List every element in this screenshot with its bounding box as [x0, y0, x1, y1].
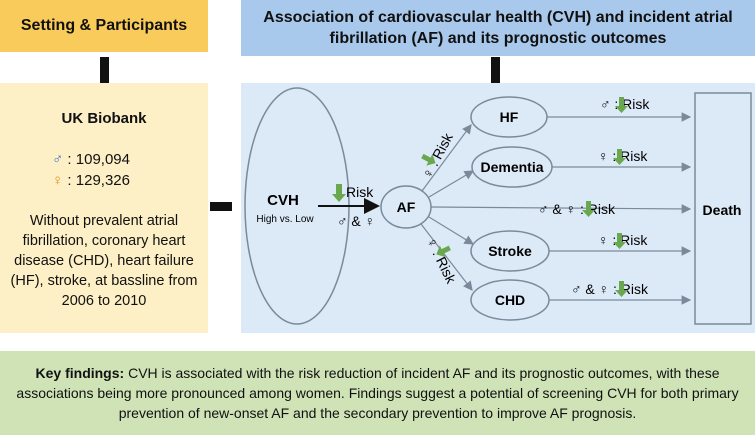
chd-label: CHD [495, 292, 525, 308]
female-separator: : [67, 172, 72, 189]
panel-connector [210, 202, 232, 211]
key-findings-body: CVH is associated with the risk reductio… [16, 365, 739, 421]
female-symbol-icon: ♀ [52, 172, 64, 189]
key-findings-text: Key findings: CVH is associated with the… [0, 363, 755, 423]
inclusion-criteria: Without prevalent atrial fibrillation, c… [10, 213, 198, 309]
af-death-risk-down-arrow-icon [582, 201, 595, 217]
death-label: Death [703, 202, 742, 218]
stroke-death-risk-down-arrow-icon [613, 233, 626, 249]
svg-text:♀ : Risk: ♀ : Risk [423, 234, 459, 286]
hf-label: HF [500, 109, 519, 125]
death-node [694, 92, 752, 325]
chd-death-risk-down-arrow-icon [615, 281, 628, 297]
male-separator: : [67, 151, 72, 168]
chd-death-label: ♂ & ♀ : Risk [571, 281, 649, 297]
association-header: Association of cardiovascular health (CV… [241, 0, 755, 56]
cvh-sublabel: High vs. Low [256, 214, 314, 225]
setting-participants-title: Setting & Participants [20, 17, 188, 34]
key-findings-panel: Key findings: CVH is associated with the… [0, 351, 755, 435]
af-label: AF [397, 199, 416, 215]
key-findings-label: Key findings: [35, 365, 125, 381]
af-hf-edge [421, 124, 472, 192]
af-chd-edge [420, 223, 473, 291]
male-symbol-icon: ♂ [52, 151, 64, 168]
cvh-af-sex-label: ♂ & ♀ [337, 213, 375, 229]
cvh-af-risk-label: Risk [346, 184, 374, 200]
association-title-line1: Association of cardiovascular health (CV… [263, 9, 733, 26]
hf-death-label: ♂ : Risk [600, 96, 650, 112]
left-header-connector [100, 57, 109, 83]
af-stroke-edge [428, 216, 475, 245]
female-count-row: ♀ : 129,326 [52, 172, 130, 189]
setting-participants-header: Setting & Participants [0, 0, 208, 52]
right-header-connector [491, 57, 500, 83]
stroke-death-label: ♀ : Risk [598, 232, 648, 248]
participants-panel: UK Biobank ♂ : 109,094 ♀ : 129,326 Witho… [0, 83, 208, 333]
af-death-label: ♂ & ♀ : Risk [538, 201, 616, 217]
hf-death-risk-down-arrow-icon [615, 97, 628, 113]
male-count-row: ♂ : 109,094 [52, 151, 130, 168]
male-count: 109,094 [75, 151, 130, 168]
af-lower-branch-label: ♀ : Risk [423, 234, 459, 286]
lower-branch-risk-down-arrow-icon [436, 245, 451, 258]
association-title-line2: fibrillation (AF) and its prognostic out… [329, 30, 667, 47]
stroke-label: Stroke [488, 243, 532, 259]
upper-branch-risk-down-arrow-icon [421, 153, 436, 166]
cvh-af-risk-down-arrow-icon [332, 184, 346, 202]
cvh-label: CVH [267, 192, 299, 209]
dementia-label: Dementia [480, 159, 543, 175]
uk-biobank-title: UK Biobank [61, 110, 147, 127]
female-count: 129,326 [75, 172, 130, 189]
af-dementia-edge [428, 170, 475, 198]
af-death-edge [430, 204, 692, 214]
dementia-death-risk-down-arrow-icon [613, 149, 626, 165]
dementia-death-label: ♀ : Risk [598, 148, 648, 164]
